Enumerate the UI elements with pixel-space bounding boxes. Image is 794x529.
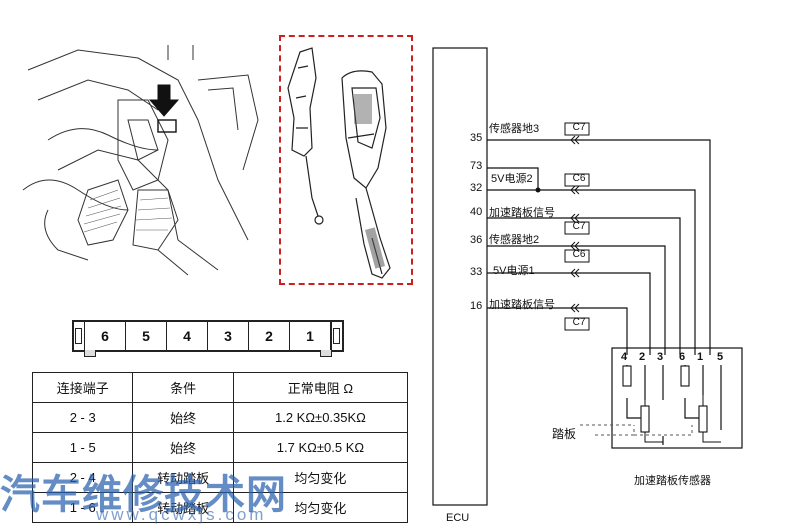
table-cell: 均匀变化 bbox=[232, 462, 409, 493]
connector-latch-right bbox=[331, 322, 342, 350]
wiring-diagram bbox=[432, 47, 743, 506]
pedal-assembly-illustration bbox=[22, 45, 259, 276]
connector-tag: C6 bbox=[572, 249, 586, 260]
signal-label-5v2: 5V电源2 bbox=[491, 173, 533, 185]
ecu-pin-16: 16 bbox=[470, 300, 483, 312]
table-cell: 1.7 KΩ±0.5 KΩ bbox=[232, 432, 409, 463]
table-cell: 始终 bbox=[132, 432, 234, 463]
sensor-connector: 6 5 4 3 2 1 bbox=[72, 320, 344, 352]
table-cell: 1 - 5 bbox=[31, 432, 134, 463]
watermark-logo: 汽车维修技术网 bbox=[0, 473, 287, 517]
table-header-row: 连接端子 条件 正常电阻 Ω bbox=[31, 372, 409, 403]
connector-pin: 6 bbox=[85, 322, 126, 350]
table-row: 1 - 5 始终 1.7 KΩ±0.5 KΩ bbox=[31, 432, 409, 463]
table-cell: 转动踏板 bbox=[132, 462, 234, 493]
connector-tag: C7 bbox=[572, 122, 586, 133]
sensor-pin: 4 bbox=[621, 351, 628, 363]
resistance-spec-table: 连接端子 条件 正常电阻 Ω 2 - 3 始终 1.2 KΩ±0.35KΩ 1 … bbox=[31, 372, 409, 523]
wire-73-5v2 bbox=[487, 167, 539, 190]
table-row: 2 - 3 始终 1.2 KΩ±0.35KΩ bbox=[31, 402, 409, 433]
wire-16-signal bbox=[487, 307, 628, 355]
pedal-sensor-illustration bbox=[287, 47, 391, 279]
ecu-pin-73: 73 bbox=[470, 160, 483, 172]
ecu-pin-33: 33 bbox=[470, 266, 483, 278]
connector-feet bbox=[84, 350, 332, 357]
ecu-pin-35: 35 bbox=[470, 132, 483, 144]
sensor-pin: 5 bbox=[717, 351, 724, 363]
ecu-label: ECU bbox=[446, 512, 470, 524]
connector-pin: 1 bbox=[290, 322, 331, 350]
ecu-box bbox=[432, 47, 488, 506]
connector-latch-left bbox=[74, 322, 85, 350]
table-cell: 均匀变化 bbox=[232, 492, 409, 523]
connector-tag: C6 bbox=[572, 173, 586, 184]
table-header: 正常电阻 Ω bbox=[232, 372, 409, 403]
sensor-pin: 1 bbox=[697, 351, 704, 363]
ecu-pin-32: 32 bbox=[470, 182, 483, 194]
signal-label-ground2: 传感器地2 bbox=[489, 234, 540, 246]
sensor-pin: 6 bbox=[679, 351, 686, 363]
ecu-pin-40: 40 bbox=[470, 206, 483, 218]
wire-36-ground2 bbox=[487, 245, 666, 355]
table-cell: 始终 bbox=[132, 402, 234, 433]
table-row: 1 - 6 转动踏板 均匀变化 bbox=[31, 492, 409, 523]
signal-label-signal-2: 加速踏板信号 bbox=[489, 299, 555, 311]
ecu-pin-36: 36 bbox=[470, 234, 483, 246]
connector-pin: 2 bbox=[249, 322, 290, 350]
table-header: 条件 bbox=[132, 372, 234, 403]
connector-tag: C7 bbox=[572, 221, 586, 232]
sensor-box bbox=[611, 347, 743, 449]
sensor-pin: 2 bbox=[639, 351, 646, 363]
table-cell: 转动踏板 bbox=[132, 492, 234, 523]
wire-32-5v2 bbox=[487, 189, 696, 355]
connector-tag: C7 bbox=[572, 317, 586, 328]
wire-35-ground3 bbox=[487, 139, 711, 355]
connector-pin: 5 bbox=[126, 322, 167, 350]
table-cell: 2 - 3 bbox=[31, 402, 134, 433]
table-cell: 1.2 KΩ±0.35KΩ bbox=[232, 402, 409, 433]
connector-pin: 3 bbox=[208, 322, 249, 350]
wire-40-signal bbox=[487, 217, 681, 355]
signal-label-signal-1: 加速踏板信号 bbox=[489, 207, 555, 219]
table-header: 连接端子 bbox=[31, 372, 134, 403]
wire-33-5v1 bbox=[487, 272, 651, 355]
connector-pin: 4 bbox=[167, 322, 208, 350]
table-row: 2 - 4 转动踏板 均匀变化 bbox=[31, 462, 409, 493]
table-cell: 2 - 4 bbox=[31, 462, 134, 493]
pedal-label: 踏板 bbox=[552, 427, 577, 441]
signal-label-ground3: 传感器地3 bbox=[489, 123, 540, 135]
table-cell: 1 - 6 bbox=[31, 492, 134, 523]
sensor-label: 加速踏板传感器 bbox=[634, 475, 711, 487]
watermark-url: www.qcwxjs.com bbox=[96, 505, 267, 524]
signal-label-5v1: 5V电源1 bbox=[493, 265, 535, 277]
pedal-highlight-box bbox=[279, 35, 413, 285]
sensor-pin: 3 bbox=[657, 351, 664, 363]
